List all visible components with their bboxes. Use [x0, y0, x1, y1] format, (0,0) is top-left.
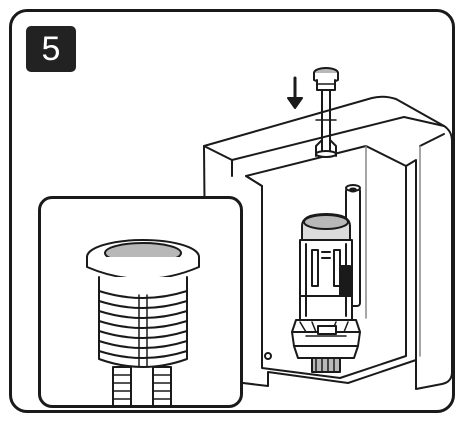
down-arrow-icon [287, 76, 303, 109]
push-button-closeup [86, 239, 200, 405]
detail-inset [38, 196, 243, 408]
step-number-badge: 5 [26, 26, 76, 72]
flush-valve [291, 213, 361, 373]
push-button-rods [315, 81, 337, 158]
push-button-top [313, 67, 339, 91]
